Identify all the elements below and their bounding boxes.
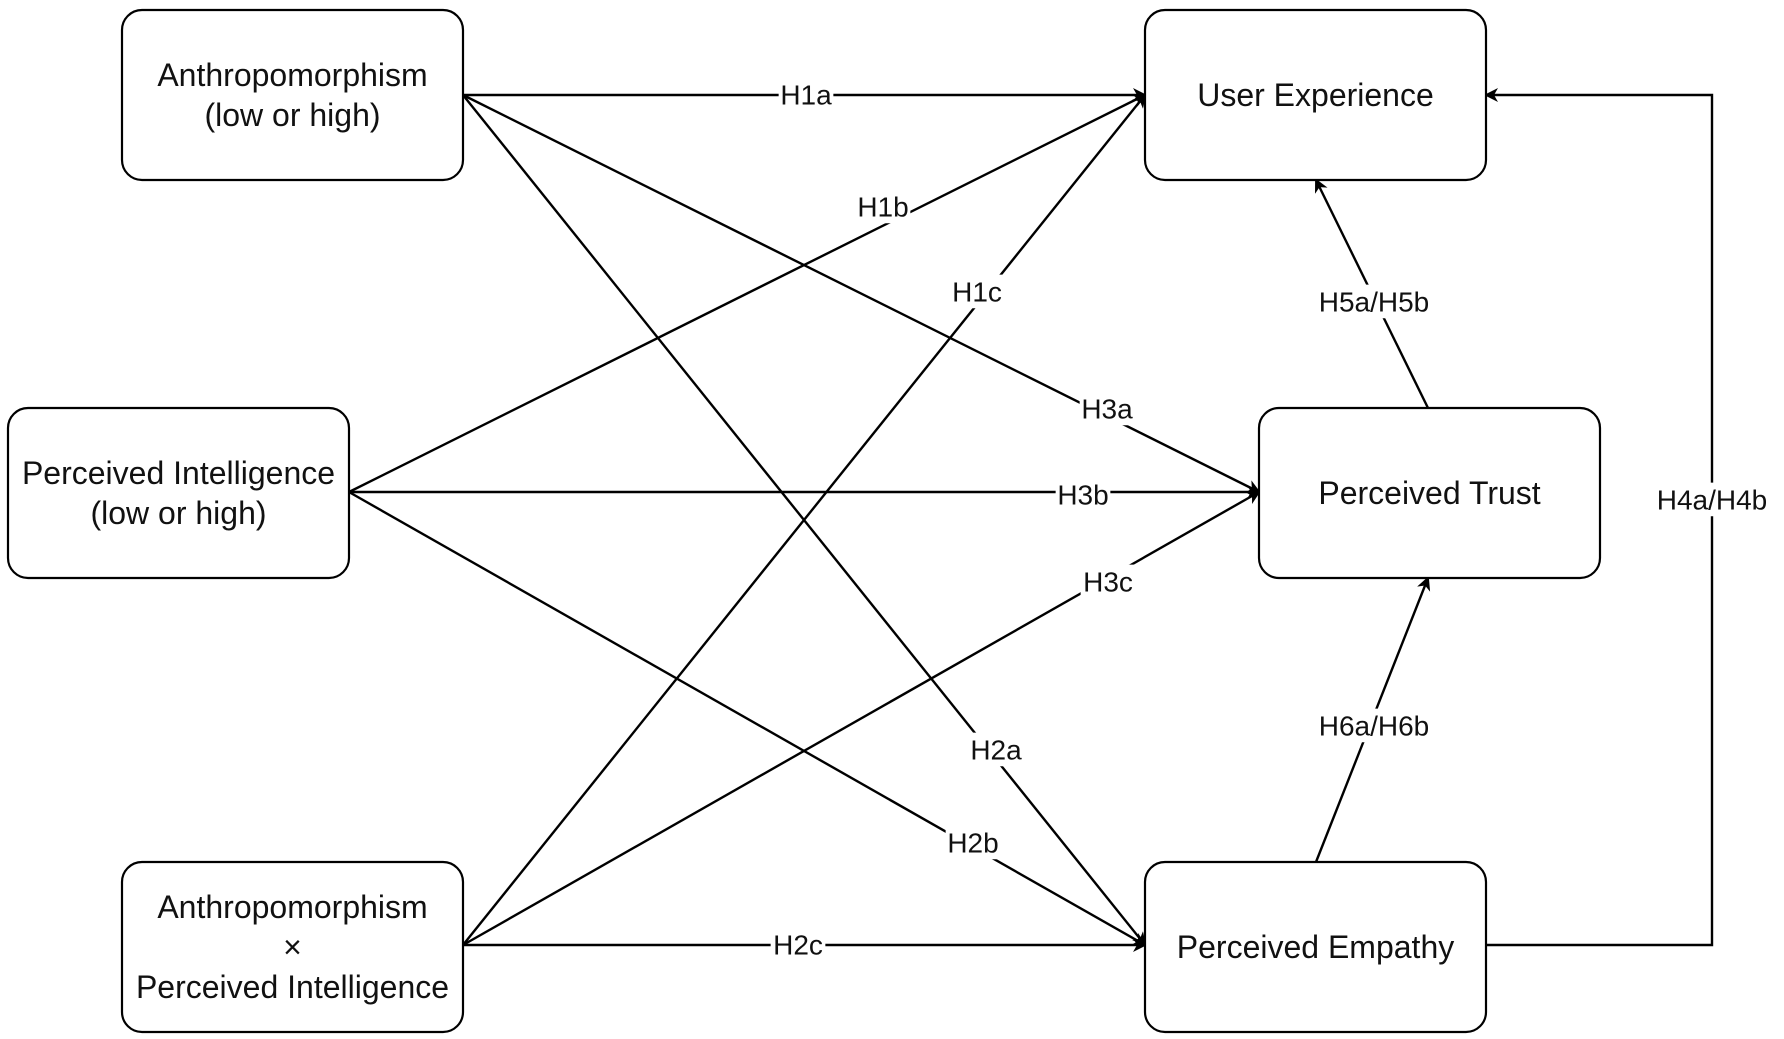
node-label-line: × (283, 929, 302, 965)
node-box (120, 8, 465, 182)
edge-label-h2c: H2c (770, 927, 826, 962)
node-label-line: Perceived Trust (1318, 475, 1540, 511)
edge-label-h5: H5a/H5b (1314, 284, 1434, 319)
edge-h2b (348, 490, 1147, 947)
node-label-line: Perceived Intelligence (22, 455, 335, 491)
edge-label-bg (778, 77, 834, 112)
edge-label-h3a: H3a (1079, 391, 1135, 426)
edge-label-text: H2b (947, 828, 998, 859)
edge-label-text: H5a/H5b (1319, 287, 1430, 318)
edge-label-text: H3c (1083, 567, 1133, 598)
node-label-line: Anthropomorphism (157, 889, 427, 925)
node-label-line: (low or high) (204, 97, 380, 133)
node-perceived-intelligence: Perceived Intelligence (low or high) (6, 406, 351, 580)
edge-label-text: H3a (1081, 394, 1133, 425)
edge-label-h1a: H1a (778, 77, 834, 112)
edge-label-h3c: H3c (1080, 564, 1136, 599)
node-perceived-trust: Perceived Trust (1257, 406, 1602, 580)
edge-label-bg (1080, 564, 1136, 599)
edge-h3c (462, 490, 1261, 947)
edge-label-text: H1c (952, 277, 1002, 308)
edge-label-text: H1a (780, 80, 832, 111)
edge-h1b (348, 93, 1147, 494)
edge-label-bg (1079, 391, 1135, 426)
edge-label-text: H2c (773, 930, 823, 961)
edge-label-bg (1314, 708, 1434, 743)
node-box (1143, 8, 1488, 182)
edge-label-h2a: H2a (968, 732, 1024, 767)
node-user-experience: User Experience (1143, 8, 1488, 182)
edge-label-text: H1b (857, 192, 908, 223)
edge-label-h6: H6a/H6b (1314, 708, 1434, 743)
node-interaction: Anthropomorphism × Perceived Intelligence (120, 860, 465, 1034)
edge-label-bg (968, 732, 1024, 767)
edge-label-text: H2a (970, 735, 1022, 766)
edge-label-h1b: H1b (855, 189, 911, 224)
edge-label-h1c: H1c (949, 274, 1005, 309)
edge-label-bg (1055, 477, 1111, 512)
node-box (1143, 860, 1488, 1034)
node-label-line: User Experience (1197, 77, 1434, 113)
edge-label-bg (1314, 284, 1434, 319)
node-label-line: (low or high) (90, 495, 266, 531)
edge-label-h2b: H2b (945, 825, 1001, 860)
node-label-line: Perceived Intelligence (136, 969, 449, 1005)
edge-label-text: H6a/H6b (1319, 711, 1430, 742)
edge-label-bg (945, 825, 1001, 860)
edge-label-text: H4a/H4b (1657, 485, 1768, 516)
edge-label-text: H3b (1057, 480, 1108, 511)
edge-h4 (1484, 88, 1714, 947)
node-box (6, 406, 351, 580)
edge-h2a (462, 94, 1147, 947)
edge-h3a (462, 93, 1261, 494)
node-box (120, 860, 465, 1034)
edge-label-bg (770, 927, 826, 962)
edge-label-bg (949, 274, 1005, 309)
edge-label-h4: H4a/H4b (1652, 482, 1772, 517)
edge-label-h3b: H3b (1055, 477, 1111, 512)
node-label-line: Anthropomorphism (157, 57, 427, 93)
node-perceived-empathy: Perceived Empathy (1143, 860, 1488, 1034)
nodes-layer: Anthropomorphism(low or high)Perceived I… (6, 8, 1602, 1034)
node-label-line: Perceived Empathy (1177, 929, 1454, 965)
node-anthropomorphism: Anthropomorphism (low or high) (120, 8, 465, 182)
edge-label-bg (1652, 482, 1772, 517)
node-box (1257, 406, 1602, 580)
edge-label-bg (855, 189, 911, 224)
